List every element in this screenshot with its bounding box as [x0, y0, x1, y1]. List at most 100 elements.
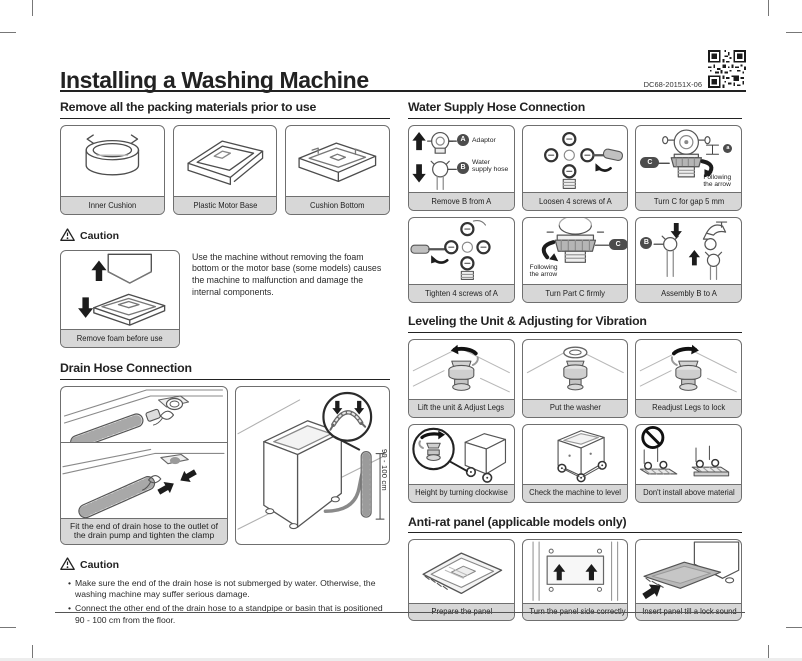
leveling-caption-5: Don't install above material — [642, 487, 735, 498]
water-caption-1: Loosen 4 screws of A — [538, 195, 612, 206]
packing-cell-inner-cushion: Inner Cushion — [60, 124, 165, 215]
turn-c-firmly-illustration: C Following the arrow — [523, 217, 628, 284]
badge-gap-a: a — [723, 143, 733, 153]
leveling-cell-1: Lift the unit & Adjust Legs — [408, 338, 515, 418]
panel-side-illustration — [523, 540, 628, 602]
section-drain-title: Drain Hose Connection — [60, 361, 390, 380]
crop-mark — [786, 32, 802, 33]
caution-heading-2: Caution — [60, 556, 390, 573]
bottom-divider — [55, 612, 745, 613]
tighten-screws-illustration — [409, 218, 514, 284]
antirat-caption-1: Turn the panel side correctly — [529, 607, 625, 617]
caution-bullet-1: Make sure the end of the drain hose is n… — [68, 578, 390, 601]
section-water-title: Water Supply Hose Connection — [408, 100, 742, 119]
crop-mark — [768, 0, 769, 16]
leveling-cell-6: Don't install above material — [635, 423, 743, 503]
crop-mark — [0, 32, 16, 33]
water-cell-1: A Adaptor B Water supply hose Remove B f… — [408, 124, 515, 211]
remove-b-from-a-illustration: A Adaptor B Water supply hose — [409, 126, 514, 192]
section-antirat-title: Anti-rat panel (applicable models only) — [408, 515, 742, 534]
crop-mark — [32, 645, 33, 661]
machine-standpipe-illustration: 90 - 100 cm — [236, 387, 389, 544]
section-water: Water Supply Hose Connection — [408, 100, 743, 303]
no-material-illustration — [636, 425, 741, 484]
caution-heading-1: Caution — [60, 228, 390, 244]
section-antirat: Anti-rat panel (applicable models only) … — [408, 515, 743, 622]
leveling-cell-5: Check the machine to level — [521, 423, 629, 503]
packing-caption-2: Cushion Bottom — [310, 199, 365, 210]
page-title: Installing a Washing Machine — [60, 66, 369, 93]
drain-standpipe-cell: 90 - 100 cm — [235, 385, 390, 545]
cushion-bottom-illustration — [286, 126, 389, 196]
badge-part-c: C — [640, 156, 660, 168]
readjust-legs-illustration — [636, 340, 741, 399]
remove-foam-caption: Remove foam before use — [77, 332, 163, 343]
water-caption-5: Assembly B to A — [660, 287, 717, 298]
plastic-motor-base-illustration — [174, 126, 277, 196]
adjust-legs-illustration — [409, 340, 514, 399]
badge-hose-b: B — [640, 236, 653, 249]
packing-cell-cushion-bottom: Cushion Bottom — [285, 124, 391, 215]
follow-arrow-note-2: Following the arrow — [529, 263, 558, 278]
leveling-caption-3: Height by turning clockwise — [415, 487, 508, 498]
follow-arrow-note-1: Following the arrow — [703, 173, 732, 188]
drain-hose-outlet-illustration — [61, 387, 227, 443]
turn-c-gap-illustration: C a Following the arrow — [636, 126, 741, 192]
section-leveling: Leveling the Unit & Adjusting for Vibrat… — [408, 314, 743, 503]
water-cell-6: B Assembly B to A — [635, 216, 743, 303]
height-clockwise-illustration — [409, 425, 514, 484]
water-cell-2: Loosen 4 screws of A — [521, 124, 629, 211]
water-caption-0: Remove B from A — [431, 195, 492, 206]
put-washer-illustration — [523, 340, 628, 399]
section-packing: Remove all the packing materials prior t… — [60, 100, 391, 215]
title-divider — [60, 90, 746, 92]
loosen-screws-illustration — [523, 126, 628, 192]
caution-label-2: Caution — [80, 558, 120, 571]
water-caption-2: Turn C for gap 5 mm — [653, 195, 724, 206]
antirat-caption-2: Insert panel till a lock sound — [643, 607, 737, 617]
standpipe-height-measurement: 90 - 100 cm — [380, 448, 389, 491]
section-leveling-title: Leveling the Unit & Adjusting for Vibrat… — [408, 314, 742, 333]
adaptor-label: Adaptor — [472, 136, 496, 144]
doc-meta: DC68-20151X-06 — [644, 50, 746, 93]
remove-foam-cell: Remove foam before use — [60, 249, 180, 348]
badge-supply-hose: B — [457, 161, 469, 174]
leveling-cell-2: Put the washer — [521, 338, 629, 418]
leveling-cell-3: Readjust Legs to lock — [635, 338, 743, 418]
leveling-caption-4: Check the machine to level — [529, 487, 621, 498]
antirat-cell-2: Turn the panel side correctly — [521, 539, 629, 622]
packing-caption-1: Plastic Motor Base — [193, 199, 257, 210]
qr-code-icon — [708, 50, 746, 93]
antirat-cell-1: Prepare the panel — [408, 539, 515, 622]
drain-hose-clamp-illustration — [61, 443, 227, 519]
prepare-panel-illustration — [409, 540, 514, 602]
crop-mark — [0, 627, 16, 628]
leveling-caption-0: Lift the unit & Adjust Legs — [418, 402, 505, 413]
section-drain: Drain Hose Connection — [60, 361, 390, 545]
crop-mark — [768, 645, 769, 661]
caution-bullet-2: Connect the other end of the drain hose … — [68, 603, 390, 626]
water-cell-3: C a Following the arrow Turn C for gap 5… — [635, 124, 743, 211]
water-caption-3: Tighten 4 screws of A — [424, 287, 498, 298]
leveling-caption-2: Readjust Legs to lock — [652, 402, 726, 413]
leveling-caption-1: Put the washer — [549, 402, 601, 413]
insert-panel-illustration — [636, 540, 741, 602]
assembly-b-to-a-illustration: B — [636, 218, 741, 284]
warning-triangle-icon — [60, 556, 75, 573]
drain-left-caption: Fit the end of drain hose to the outlet … — [70, 520, 218, 541]
drain-steps-cell: Fit the end of drain hose to the outlet … — [60, 385, 228, 545]
section-packing-title: Remove all the packing materials prior t… — [60, 100, 390, 119]
inner-cushion-illustration — [61, 126, 164, 196]
antirat-caption-0: Prepare the panel — [431, 607, 492, 617]
water-cell-5: C Following the arrow Turn Part C firmly — [521, 216, 629, 303]
crop-mark — [786, 627, 802, 628]
badge-adaptor: A — [457, 133, 469, 146]
page-header: Installing a Washing Machine DC68-20151X… — [60, 50, 746, 93]
doc-code: DC68-20151X-06 — [643, 80, 702, 89]
caution-1-text: Use the machine without removing the foa… — [192, 251, 382, 297]
packing-cell-motor-base: Plastic Motor Base — [172, 124, 278, 215]
water-cell-4: Tighten 4 screws of A — [408, 216, 515, 303]
badge-part-c: C — [608, 238, 628, 250]
packing-caption-0: Inner Cushion — [88, 199, 137, 210]
